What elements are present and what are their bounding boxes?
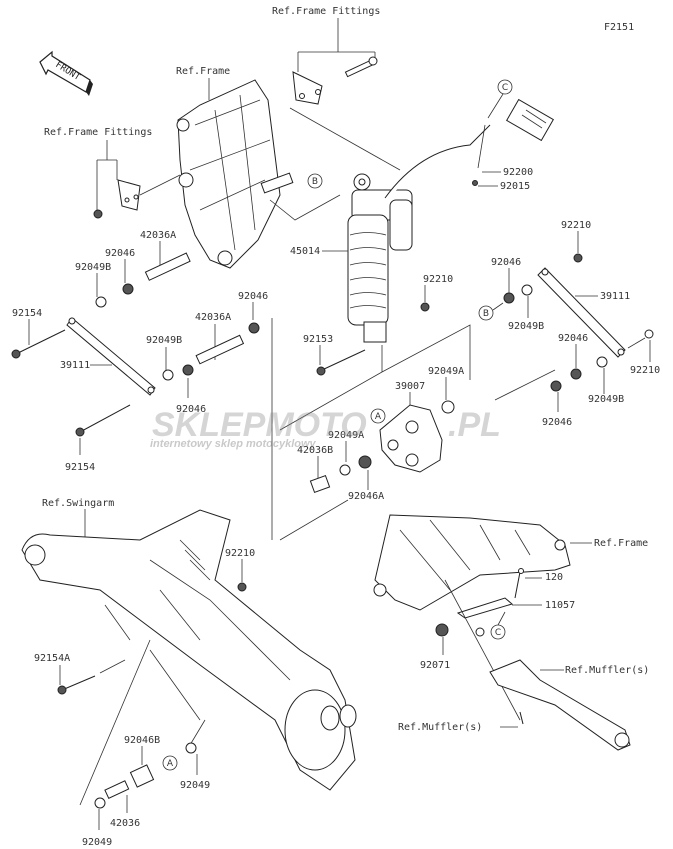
tie-rod-left	[66, 317, 156, 396]
part-label: 92049B	[75, 262, 111, 273]
part-label: 42036A	[140, 230, 176, 241]
part-label: 11057	[545, 600, 575, 611]
part-label: 92210	[561, 220, 591, 231]
marker-b-circle-right	[478, 305, 494, 321]
marker-a-circle-bottom	[162, 755, 178, 771]
part-label: 92046	[176, 404, 206, 415]
svg-text:.PL: .PL	[448, 406, 501, 444]
part-label: 39111	[600, 291, 630, 302]
frame-fitting-bracket-top	[292, 56, 378, 105]
stay-bracket	[456, 597, 514, 619]
watermark-logo: SKLEPMOTO .PL internetowy sklep motocykl…	[150, 406, 501, 450]
part-label: 92046	[105, 248, 135, 259]
part-label: 92049	[180, 780, 210, 791]
svg-text:internetowy sklep motocyklowy: internetowy sklep motocyklowy	[150, 438, 317, 450]
part-label: 92154	[12, 308, 42, 319]
part-label: 39111	[60, 360, 90, 371]
part-label: 92210	[423, 274, 453, 285]
frame-fitting-bracket-left	[93, 179, 141, 219]
rear-shock-absorber	[347, 98, 555, 343]
part-label: 92046	[542, 417, 572, 428]
part-label: 92049B	[146, 335, 182, 346]
part-label: 92071	[420, 660, 450, 671]
ref-frame-right: Ref.Frame	[594, 538, 648, 549]
part-label: 92154A	[34, 653, 70, 664]
rocker-arm	[379, 404, 443, 473]
front-arrow-icon: FRONT	[39, 50, 93, 96]
svg-text:C: C	[502, 83, 508, 93]
ref-swingarm: Ref.Swingarm	[42, 498, 114, 509]
muffler-bracket	[489, 659, 631, 751]
part-label: 92210	[630, 365, 660, 376]
part-label: 120	[545, 572, 563, 583]
part-label: 92046	[491, 257, 521, 268]
part-label: 92049B	[588, 394, 624, 405]
part-label: 92046	[238, 291, 268, 302]
part-label: 92153	[303, 334, 333, 345]
ref-frame-fittings-left: Ref.Frame Fittings	[44, 127, 152, 138]
frame-bracket	[176, 79, 294, 269]
frame-rear-section	[373, 514, 571, 611]
ref-frame-top: Ref.Frame	[176, 66, 230, 77]
part-label: 42036A	[195, 312, 231, 323]
part-label: 92210	[225, 548, 255, 559]
svg-text:C: C	[495, 628, 501, 638]
svg-text:A: A	[375, 412, 382, 422]
swingarm	[21, 509, 357, 791]
part-label: 42036	[110, 818, 140, 829]
ref-muffler-left: Ref.Muffler(s)	[398, 722, 482, 733]
part-label: 92046	[558, 333, 588, 344]
svg-text:SKLEPMOTO: SKLEPMOTO	[152, 406, 367, 444]
part-label: 92049A	[328, 430, 364, 441]
svg-text:B: B	[483, 309, 489, 319]
part-label: 92049A	[428, 366, 464, 377]
svg-text:B: B	[312, 177, 318, 187]
part-label: 92049B	[508, 321, 544, 332]
part-label: 92046A	[348, 491, 384, 502]
diagram-code: F2151	[604, 22, 634, 33]
marker-b-circle	[307, 173, 323, 189]
tie-rod-right	[537, 267, 626, 358]
marker-c-circle-top	[497, 79, 513, 95]
part-label: 92049	[82, 837, 112, 848]
part-label: 39007	[395, 381, 425, 392]
svg-text:A: A	[167, 759, 174, 769]
part-label: 45014	[290, 246, 320, 257]
marker-a-circle-center	[370, 408, 386, 424]
ref-muffler-right: Ref.Muffler(s)	[565, 665, 649, 676]
part-label: 42036B	[297, 445, 333, 456]
sleeve-part	[144, 252, 191, 281]
ref-frame-fittings-top: Ref.Frame Fittings	[272, 6, 380, 17]
marker-c-circle-bottom	[490, 624, 506, 640]
part-label: 92046B	[124, 735, 160, 746]
part-label: 92154	[65, 462, 95, 473]
part-label: 92200	[503, 167, 533, 178]
part-label: 92015	[500, 181, 530, 192]
